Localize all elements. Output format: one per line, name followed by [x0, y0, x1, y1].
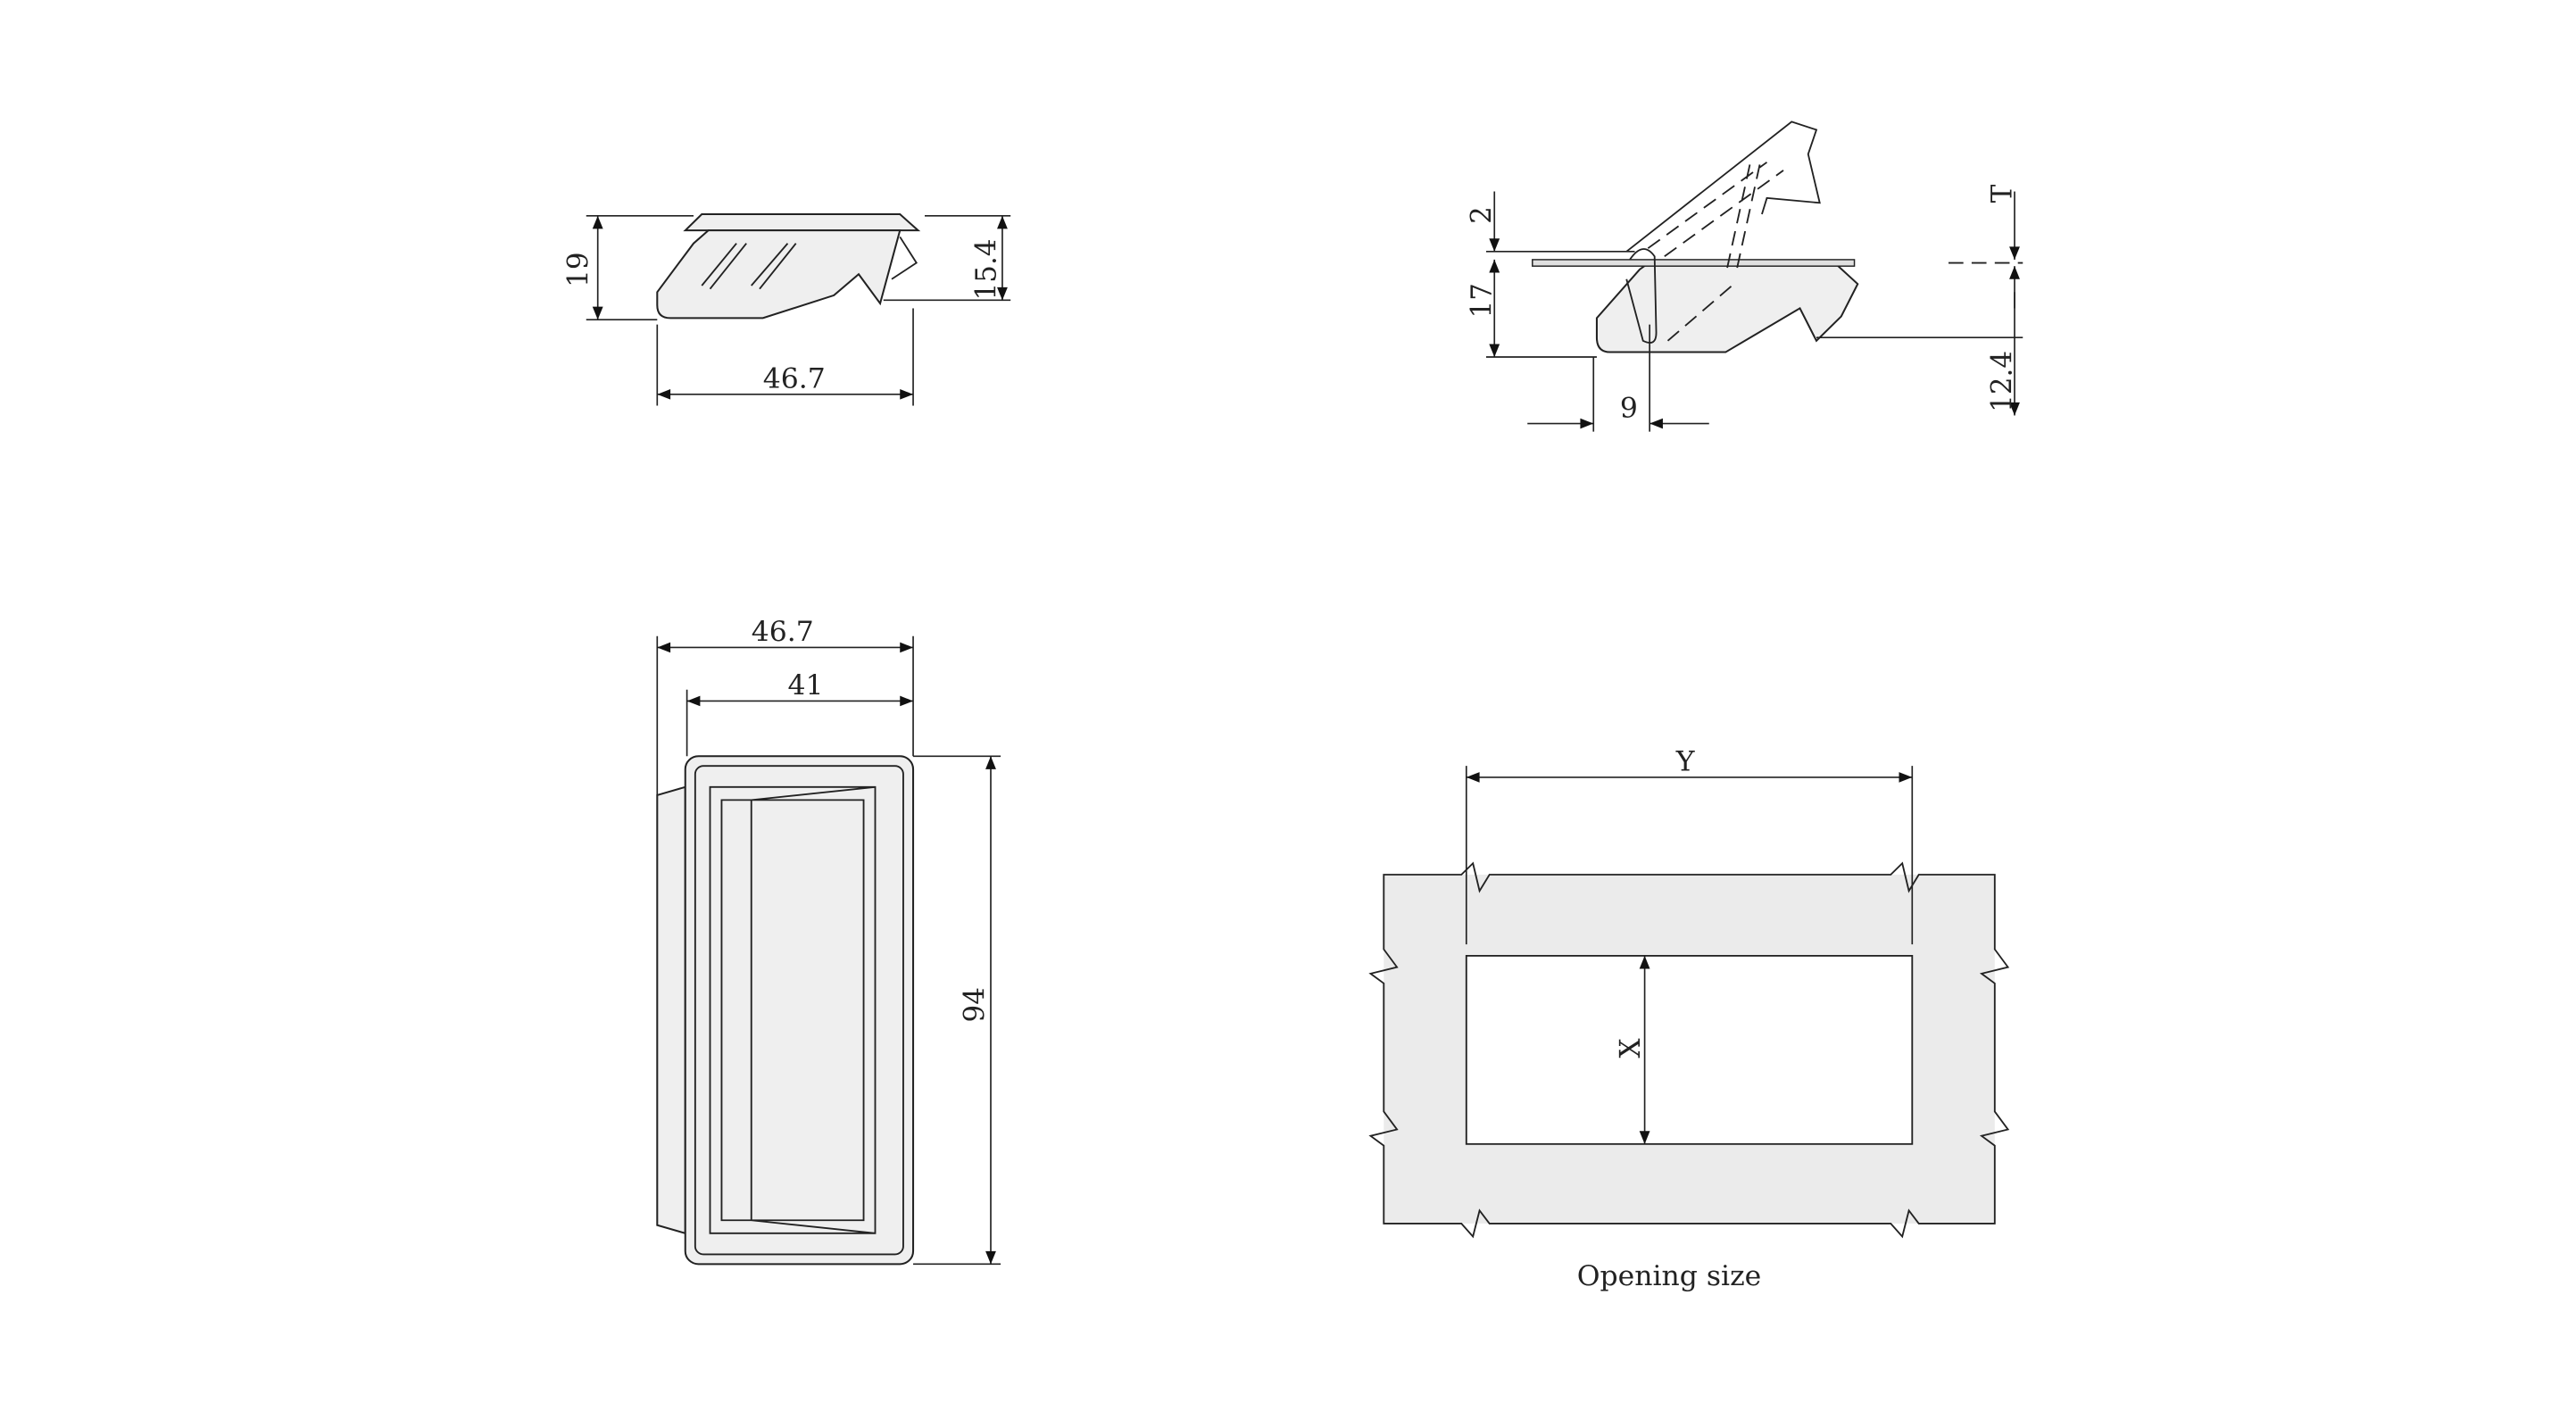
- dim-opening-width: Y: [1675, 746, 1695, 778]
- opening-view: Y X Opening size: [1368, 746, 2010, 1292]
- dim-depth: 17: [1466, 283, 1498, 318]
- section-view: 2 17 9 T 12.4: [1466, 120, 2023, 432]
- dim-height: 94: [959, 987, 991, 1022]
- dim-thickness: T: [1986, 184, 2018, 203]
- dim-right: 12.4: [1986, 351, 2018, 412]
- dim-offset: 9: [1620, 393, 1638, 425]
- dim-width-side: 46.7: [763, 363, 826, 395]
- opening-caption: Opening size: [1577, 1260, 1762, 1292]
- dim-inner-width: 41: [787, 669, 823, 702]
- dim-opening-height: X: [1615, 1038, 1647, 1059]
- dim-outer-width: 46.7: [752, 616, 814, 648]
- dim-height-flange: 15.4: [970, 239, 1002, 301]
- front-view: 46.7 41 94: [656, 616, 1001, 1266]
- dim-height-total: 19: [562, 252, 594, 286]
- side-view: 19 15.4 46.7: [562, 212, 1011, 406]
- dim-top: 2: [1466, 206, 1498, 224]
